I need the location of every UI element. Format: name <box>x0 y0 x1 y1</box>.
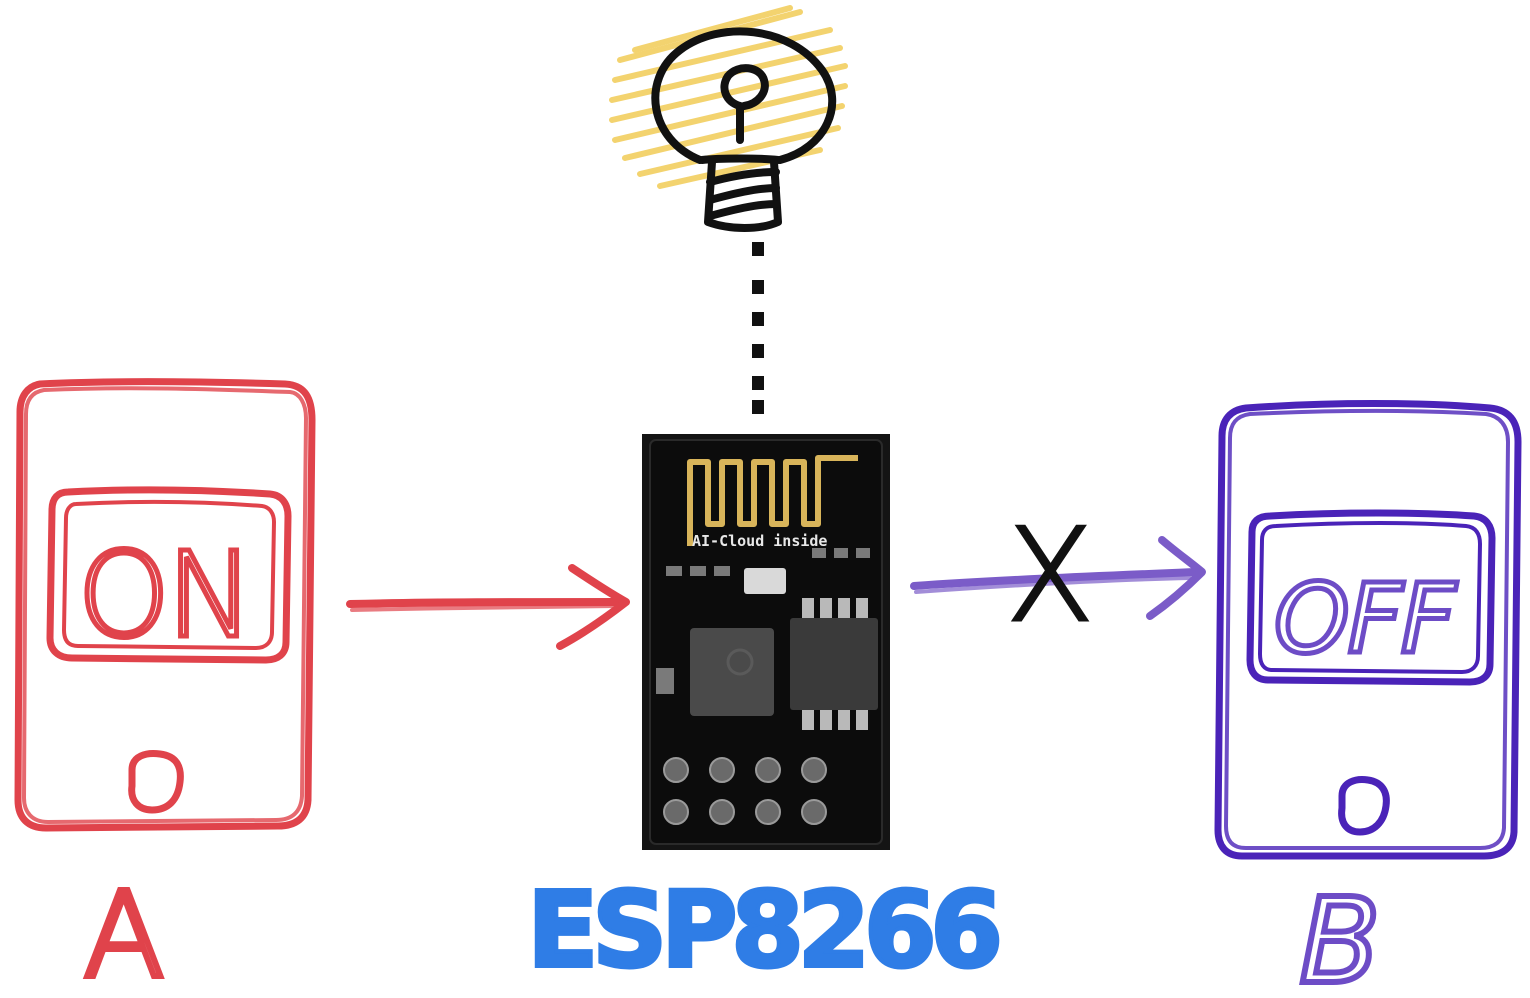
pcb-antenna <box>687 455 858 546</box>
pin-header <box>663 757 827 825</box>
lightbulb-icon <box>609 5 848 232</box>
smartphone-icon <box>1214 400 1522 860</box>
crystal <box>744 568 786 594</box>
board-print: AI-Cloud inside <box>692 532 827 550</box>
on-button-label: ON <box>77 526 250 664</box>
smartphone-icon <box>14 378 316 832</box>
phone-a: ON A <box>14 378 316 998</box>
dotted-link-bulb-to-module <box>752 242 764 414</box>
phone-b-caption: B <box>1300 872 1381 998</box>
smd-components <box>656 548 870 694</box>
arrow-a-to-module <box>346 564 630 650</box>
off-button-label: OFF <box>1274 563 1458 675</box>
off-button <box>1246 509 1496 686</box>
esp8266-module: AI-Cloud inside <box>642 434 890 850</box>
phone-b: OFF B <box>1214 400 1522 998</box>
flash-chip <box>790 598 878 730</box>
arrow-module-to-b <box>910 536 1206 620</box>
module-caption: ESP8266 <box>527 869 997 991</box>
blocked-x-mark: X <box>1006 502 1094 651</box>
phone-a-caption: A <box>84 866 165 998</box>
on-button <box>46 486 292 664</box>
